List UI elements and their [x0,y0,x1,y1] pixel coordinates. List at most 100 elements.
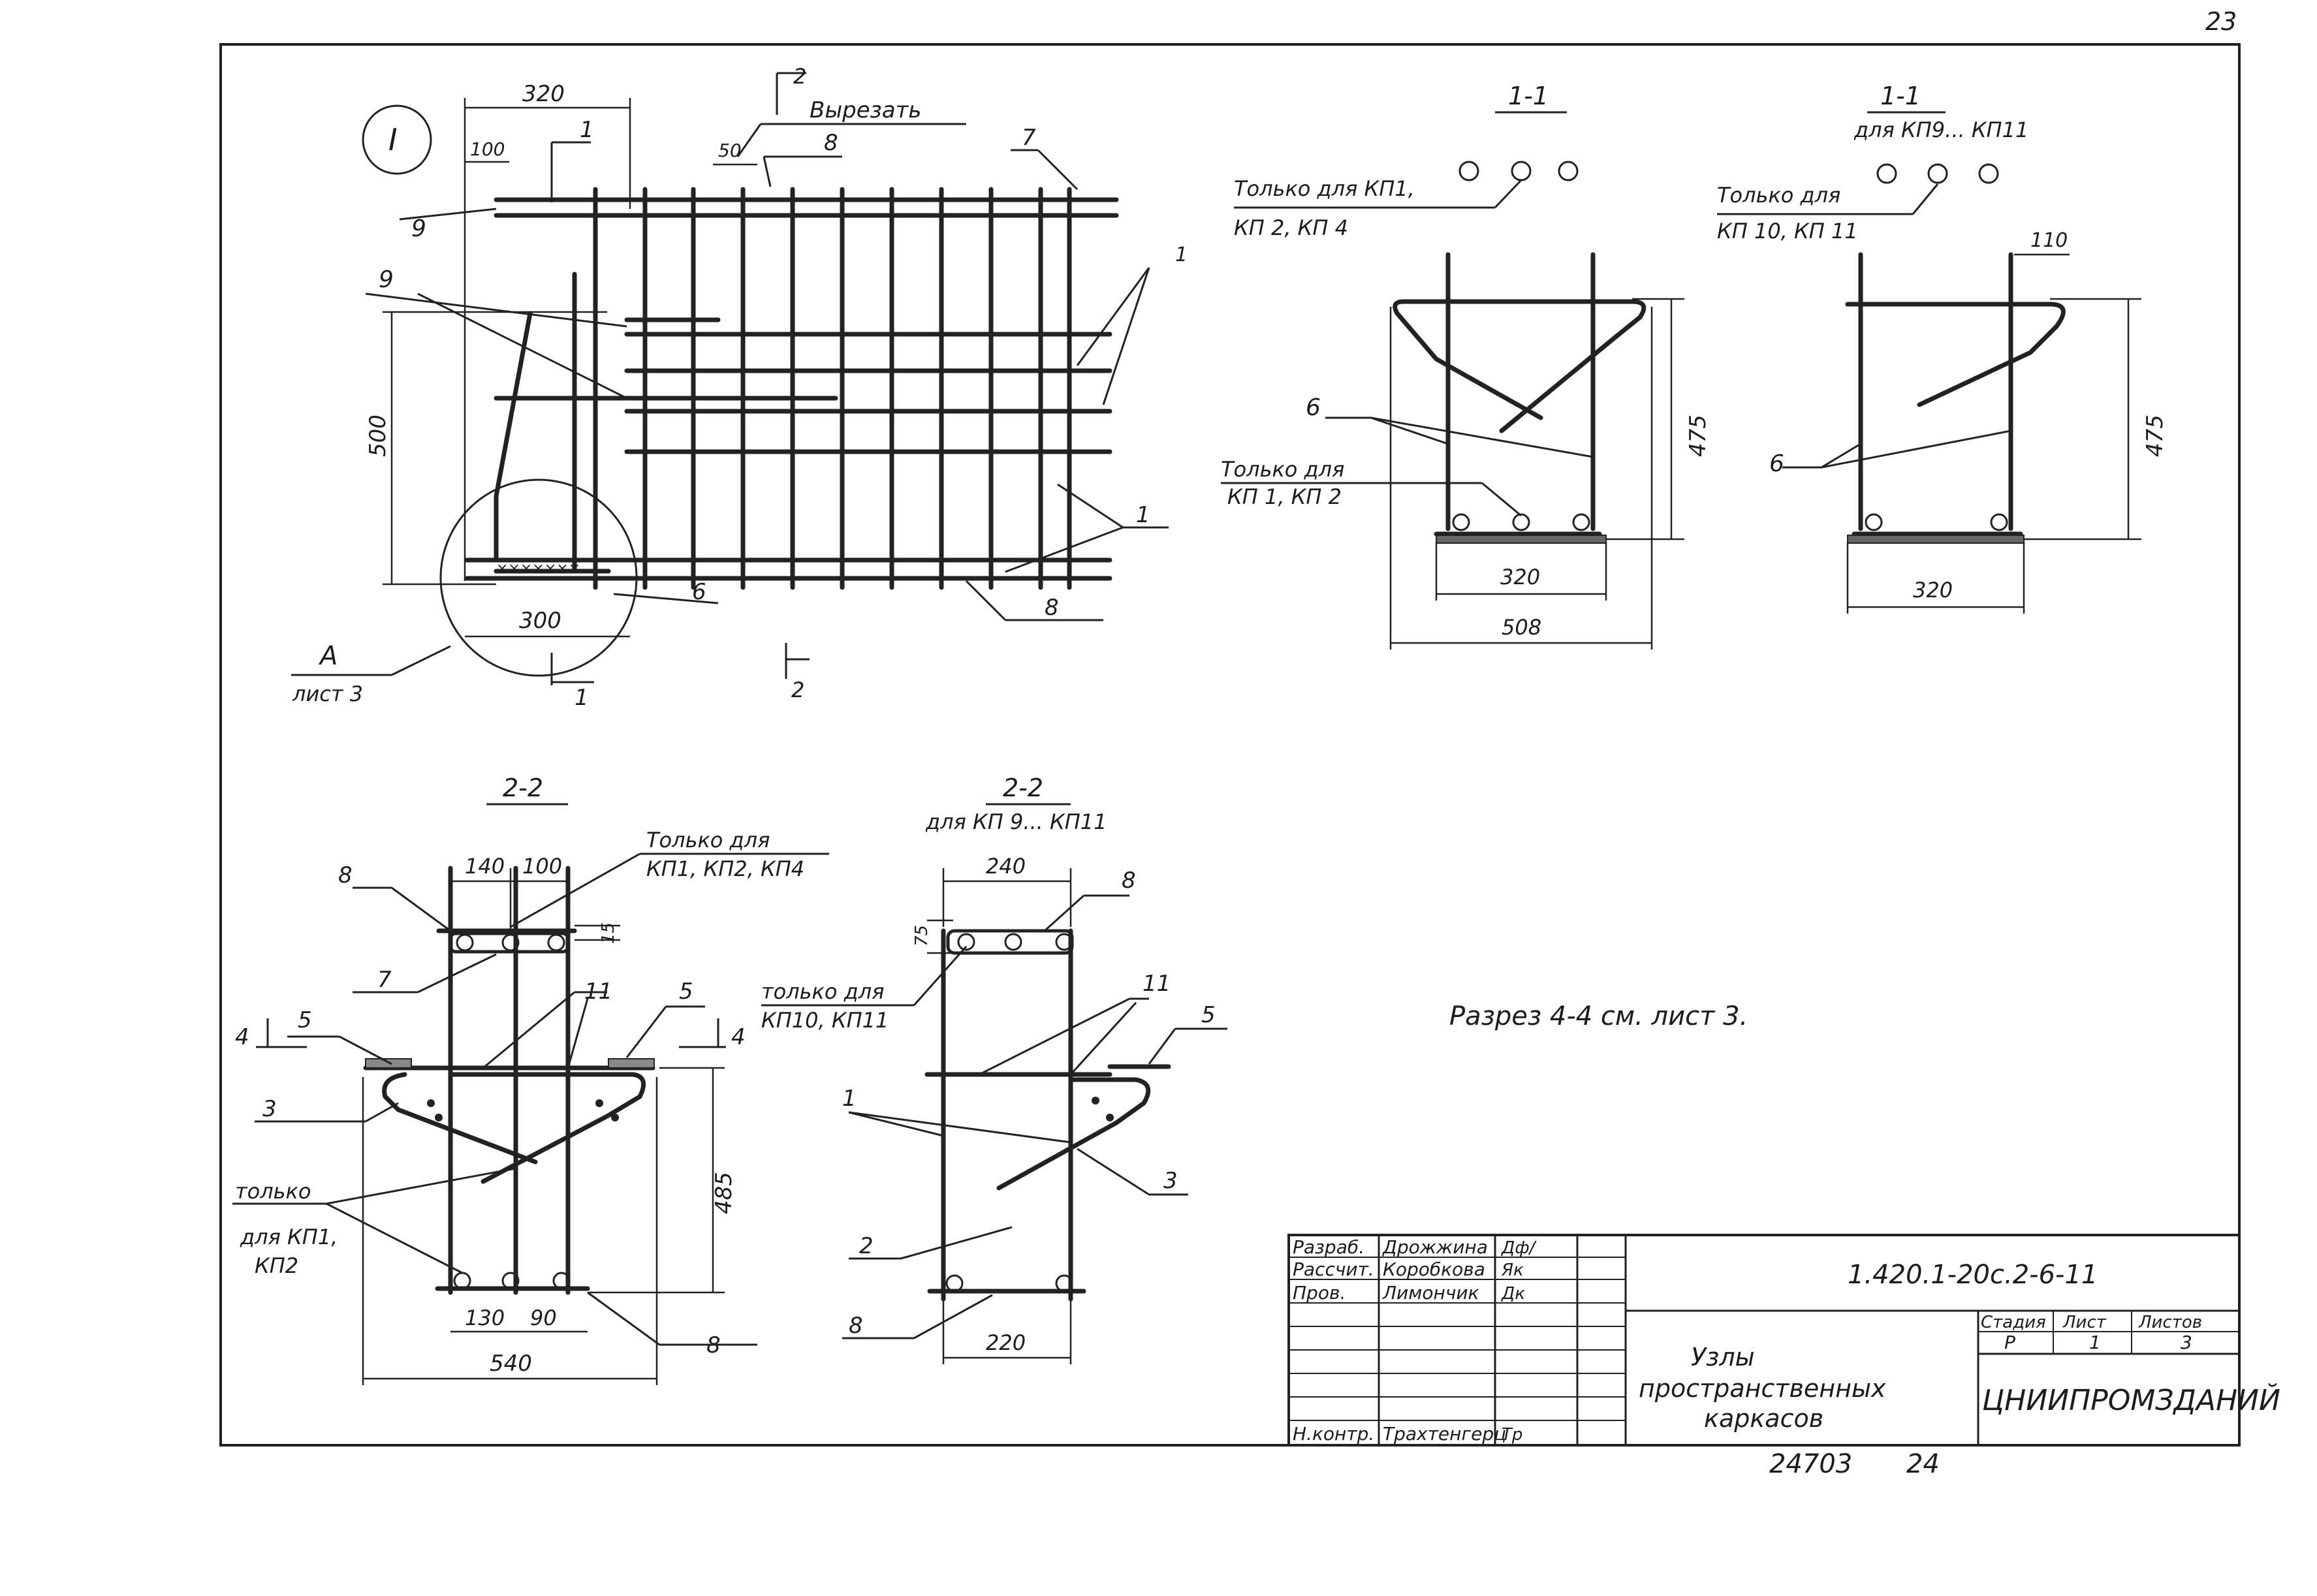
svg-text:для КП9... КП11: для КП9... КП11 [1853,117,2028,142]
svg-text:8: 8 [338,862,353,888]
svg-text:1: 1 [575,685,589,711]
svg-text:320: 320 [522,81,565,107]
node-mark-circle [362,104,432,175]
svg-text:Только для: Только для [1221,457,1344,482]
svg-text:5: 5 [298,1007,312,1033]
svg-text:100: 100 [470,138,505,160]
section-1-1-kp9-11: 1-1 для КП9... КП11 Только для КП 10, КП… [1717,82,2168,614]
detail-circle [439,478,638,677]
svg-text:КП 10, КП 11: КП 10, КП 11 [1717,219,1858,243]
svg-text:90: 90 [530,1306,557,1330]
page-copy-number: 24 [1906,1449,1940,1479]
svg-text:4: 4 [731,1024,746,1050]
svg-text:Разраб.: Разраб. [1293,1236,1364,1258]
svg-text:485: 485 [711,1172,737,1214]
svg-text:Листов: Листов [2138,1313,2202,1332]
svg-text:7: 7 [1022,125,1036,151]
svg-text:Вырезать: Вырезать [810,97,921,123]
svg-text:3: 3 [262,1096,277,1122]
svg-text:6: 6 [692,579,706,605]
svg-text:КП2: КП2 [255,1253,298,1278]
svg-text:для КП 9... КП11: для КП 9... КП11 [925,809,1107,834]
svg-text:508: 508 [1502,615,1541,640]
svg-text:9: 9 [379,266,394,293]
svg-text:220: 220 [986,1330,1026,1355]
svg-text:320: 320 [1500,565,1540,589]
svg-text:КП10, КП11: КП10, КП11 [761,1008,889,1033]
svg-text:140: 140 [465,854,505,879]
svg-text:Только для КП1,: Только для КП1, [1234,176,1415,201]
svg-text:Дрожжина: Дрожжина [1381,1236,1488,1258]
svg-text:×××××××: ××××××× [496,561,580,577]
svg-text:1-1: 1-1 [1880,82,1921,110]
svg-text:Трахтенгерц: Трахтенгерц [1383,1423,1506,1445]
svg-text:6: 6 [1306,394,1321,421]
svg-text:1: 1 [1175,243,1188,266]
svg-text:для КП1,: для КП1, [240,1225,338,1249]
svg-text:Коробкова: Коробкова [1383,1259,1485,1280]
svg-text:300: 300 [519,608,561,634]
section-1-1: 1-1 Только для КП1, КП 2, КП 4 6 Только … [1221,82,1711,649]
plan-view: I ××××××× [291,64,1188,711]
svg-text:Стадия: Стадия [1981,1313,2046,1332]
svg-text:100: 100 [522,854,562,879]
svg-text:75: 75 [912,925,932,947]
svg-text:475: 475 [1685,415,1711,457]
svg-text:1: 1 [2089,1332,2101,1353]
svg-text:9: 9 [411,215,426,242]
svg-text:2: 2 [791,678,804,702]
organization: ЦНИИПРОМЗДАНИЙ [1982,1383,2280,1417]
detail-ref: А [318,641,338,671]
svg-text:Только для: Только для [1717,183,1840,208]
sec11-title: 1-1 [1508,82,1549,110]
node-mark: I [388,122,398,157]
section-2-2: 2-2 140 100 Только для КП1, КП2, КП4 15 [232,774,829,1385]
svg-text:240: 240 [986,854,1026,879]
svg-text:1: 1 [1136,502,1150,528]
svg-text:3: 3 [2181,1332,2192,1353]
svg-text:110: 110 [2030,229,2068,252]
svg-text:1: 1 [580,117,594,143]
svg-text:2-2: 2-2 [1003,774,1043,802]
svg-text:4: 4 [235,1024,249,1050]
svg-text:500: 500 [365,415,391,457]
svg-text:2: 2 [859,1233,874,1259]
svg-text:Як: Як [1501,1260,1524,1280]
svg-text:11: 11 [1143,971,1171,997]
svg-text:Н.контр.: Н.контр. [1293,1423,1374,1445]
svg-text:только для: только для [761,979,884,1004]
svg-text:540: 540 [490,1351,532,1377]
title-block: Разраб. Дрожжина Дф/ Рассчит. Коробкова … [1287,1234,2280,1447]
svg-text:6: 6 [1769,450,1784,477]
svg-text:50: 50 [718,140,742,161]
svg-text:8: 8 [849,1313,863,1339]
svg-text:8: 8 [1045,595,1059,621]
archive-number: 24703 [1769,1449,1852,1479]
svg-text:15: 15 [599,922,618,944]
sheet-frame [219,43,2241,1447]
svg-text:КП 1, КП 2: КП 1, КП 2 [1227,484,1342,509]
svg-text:5: 5 [1201,1002,1216,1028]
svg-text:Лимончик: Лимончик [1382,1282,1479,1304]
svg-text:2-2: 2-2 [503,774,543,802]
svg-text:КП 2, КП 4: КП 2, КП 4 [1234,215,1348,240]
svg-text:лист 3: лист 3 [292,681,363,706]
svg-text:5: 5 [679,978,693,1005]
svg-text:320: 320 [1913,578,1953,602]
title-line-3: каркасов [1704,1404,1823,1433]
plan-stirrups [593,187,1072,590]
svg-text:КП1, КП2, КП4: КП1, КП2, КП4 [646,856,804,881]
svg-text:Р: Р [2004,1332,2015,1353]
svg-text:Тр: Тр [1502,1425,1522,1445]
svg-text:Пров.: Пров. [1293,1282,1346,1304]
section-2-2-kp9-11: 2-2 для КП 9... КП11 240 75 8 только для… [761,774,1227,1364]
svg-text:2: 2 [793,64,806,89]
svg-text:8: 8 [1122,868,1136,894]
svg-text:Рассчит.: Рассчит. [1293,1259,1374,1280]
svg-text:только: только [235,1179,311,1204]
svg-text:Дк: Дк [1501,1284,1525,1304]
svg-text:130: 130 [465,1306,505,1330]
page-number: 23 [2205,7,2237,36]
svg-text:8: 8 [824,130,838,156]
